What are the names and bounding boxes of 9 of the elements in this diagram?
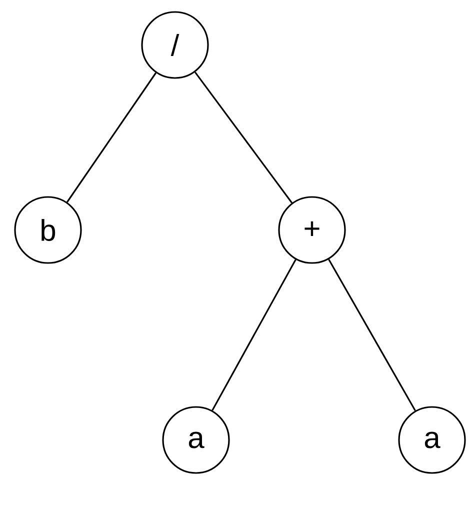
tree-edge [212,259,296,411]
tree-node: / [141,11,209,79]
tree-edge [328,258,416,412]
tree-node: b [14,196,82,264]
tree-node: a [162,406,230,474]
tree-node: + [278,196,346,264]
tree-edge [194,72,293,204]
tree-edge [66,72,157,203]
tree-node: a [398,406,466,474]
